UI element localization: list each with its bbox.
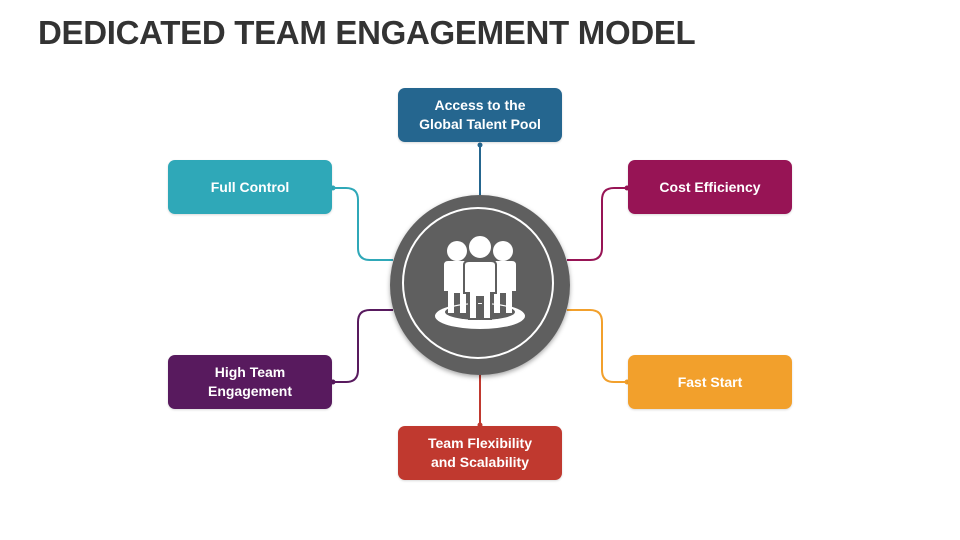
- node-bottom-right-label: Fast Start: [677, 373, 743, 390]
- node-bottom-right: Fast Start: [628, 355, 792, 409]
- page-title: DEDICATED TEAM ENGAGEMENT MODEL: [38, 14, 696, 51]
- connector-dot-top: [477, 142, 483, 148]
- node-bottom: Team Flexibility and Scalability: [398, 426, 562, 480]
- node-top-right-label: Cost Efficiency: [659, 178, 761, 195]
- connector-top-left: [332, 187, 393, 261]
- connector-bottom-right: [567, 309, 628, 383]
- node-top-left-label: Full Control: [210, 178, 290, 195]
- node-bottom-left: High Team Engagement: [168, 355, 332, 409]
- connector-top-right: [567, 187, 628, 261]
- node-top-label: Access to the Global Talent Pool: [419, 97, 541, 132]
- node-bottom-left-label: High Team Engagement: [207, 364, 292, 399]
- center-hub: [390, 195, 570, 375]
- connector-bottom-left: [332, 309, 393, 383]
- node-top-right: Cost Efficiency: [628, 160, 792, 214]
- node-top-left: Full Control: [168, 160, 332, 214]
- node-top: Access to the Global Talent Pool: [398, 88, 562, 142]
- team-group-icon: [435, 234, 525, 329]
- node-bottom-label: Team Flexibility and Scalability: [428, 435, 532, 470]
- center-hub-ring: [402, 207, 554, 359]
